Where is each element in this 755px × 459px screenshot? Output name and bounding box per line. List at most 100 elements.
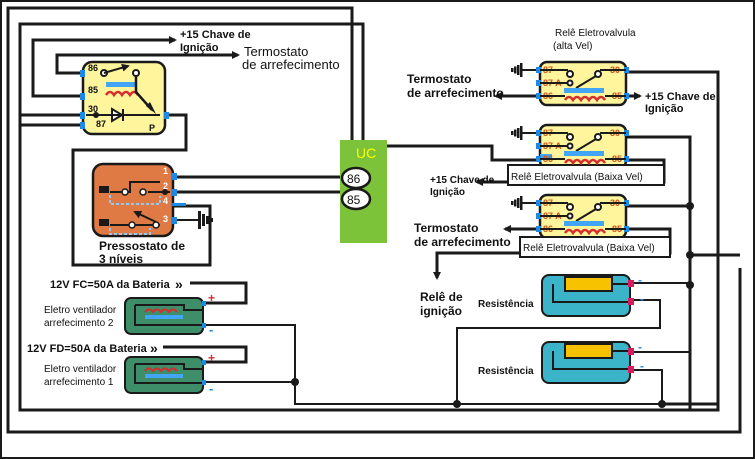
thermostat-label-r3-line2: de arrefecimento xyxy=(414,235,511,249)
ground-icon xyxy=(517,128,520,138)
contact-87 xyxy=(566,133,574,141)
ignition-label-r2-line1: +15 Chave de xyxy=(430,175,495,186)
relay-low-1-title: Relê Eletrovalvula (Baixa Vel) xyxy=(511,172,643,183)
contact-87a xyxy=(566,79,574,87)
pressostato-pin-2: 2 xyxy=(163,181,168,191)
pin-tab xyxy=(536,93,541,99)
ignition-label-top-line1: +15 Chave de xyxy=(180,29,251,41)
ground-icon xyxy=(514,129,517,137)
pressostato-pin-4: 4 xyxy=(163,196,168,206)
ground-icon xyxy=(511,201,514,205)
armature-icon xyxy=(564,221,604,226)
fan-2-name-line1: Eletro ventilador xyxy=(44,305,117,316)
ground-icon xyxy=(511,68,514,72)
ground-icon xyxy=(514,66,517,74)
contact-87a xyxy=(566,212,574,220)
thermostat-label-r1-line1: Termostato xyxy=(407,72,471,86)
relay-contacts xyxy=(540,69,626,84)
contact-30 xyxy=(594,203,602,211)
relay-contacts xyxy=(540,202,626,217)
pin-tab xyxy=(536,130,541,136)
chevron-icon: » xyxy=(175,276,183,292)
resistor-1-label: Resistência xyxy=(478,299,534,310)
ground-icon xyxy=(517,198,520,208)
ignition-relay-label-line2: ignição xyxy=(420,304,462,318)
contact-30 xyxy=(594,70,602,78)
relay-low-2-title: Relê Eletrovalvula (Baixa Vel) xyxy=(523,243,655,254)
thermostat-label-r3-line1: Termostato xyxy=(414,221,478,235)
ignition-label-top-line2: Ignição xyxy=(180,42,219,54)
contact-87a xyxy=(566,142,574,150)
resistor-2: - - Resistência xyxy=(478,340,644,384)
junction-node xyxy=(686,202,694,210)
pin-tab xyxy=(536,80,541,86)
armature-icon xyxy=(564,151,604,156)
fan-1-name-line2: arrefecimento 1 xyxy=(44,377,114,388)
pin-tab xyxy=(536,213,541,219)
ignition-label-r1-line1: +15 Chave de xyxy=(645,91,716,103)
armature-icon xyxy=(564,88,604,93)
thermostat-label-top-line2: de arrefecimento xyxy=(242,57,340,72)
resistor-1-minus-bottom: - xyxy=(640,292,644,306)
junction-node xyxy=(658,400,666,408)
ground-icon xyxy=(517,65,520,75)
chevron-icon: » xyxy=(150,340,158,356)
ignition-label-r2-line2: Ignição xyxy=(430,187,465,198)
coil-icon xyxy=(104,90,140,98)
pin-tab xyxy=(624,130,629,136)
switch-arm-icon xyxy=(575,75,597,89)
contact-30 xyxy=(594,133,602,141)
thermostat-label-top-line1: Termostato xyxy=(244,44,308,59)
pin-tab xyxy=(624,200,629,206)
ground-icon xyxy=(520,63,523,77)
fan-2-minus: - xyxy=(209,322,213,337)
pin-tab xyxy=(536,67,541,73)
pin-tab xyxy=(536,156,541,162)
relay-pin-87: 87 xyxy=(96,119,106,129)
pressostato-label-line1: Pressostato de xyxy=(99,239,185,253)
top-relay: 86 85 30 87 P xyxy=(80,60,169,136)
relay-high-title-line1: Relê Eletrovalvula xyxy=(555,28,636,39)
junction-node xyxy=(686,281,694,289)
ignition-relay-label-line1: Relê de xyxy=(420,290,463,304)
uc-pin-86: 86 xyxy=(347,172,361,186)
fan-1-supply-label: 12V FD=50A da Bateria xyxy=(27,343,148,355)
fan-2: 12V FC=50A da Bateria » + - Eletro venti… xyxy=(44,276,215,337)
ignition-label-r1-line2: Ignição xyxy=(645,103,684,115)
resistor-2-minus-bottom: - xyxy=(640,359,644,373)
relay-pin-86: 86 xyxy=(88,63,98,73)
resistor-1: - - Resistência xyxy=(478,273,644,317)
resistor-1-minus-top: - xyxy=(638,273,642,287)
pressostato-label-line2: 3 níveis xyxy=(99,252,143,266)
fan-2-name-line2: arrefecimento 2 xyxy=(44,318,114,329)
ground-icon xyxy=(198,211,213,229)
junction-node xyxy=(453,400,461,408)
fan-2-plus: + xyxy=(208,291,215,305)
ground-icon xyxy=(511,131,514,135)
fan-1-minus: - xyxy=(209,381,213,396)
contact-87 xyxy=(566,203,574,211)
fan-1-name-line1: Eletro ventilador xyxy=(44,364,117,375)
fan-1: 12V FD=50A da Bateria » + - Eletro venti… xyxy=(27,340,215,396)
junction-node xyxy=(291,378,299,386)
fan-2-supply-label: 12V FC=50A da Bateria xyxy=(50,279,171,291)
pressostato: 1 2 4 3 xyxy=(91,162,186,238)
fan-1-plus: + xyxy=(208,351,215,365)
relay-pin-85: 85 xyxy=(88,85,98,95)
resistor-2-minus-top: - xyxy=(638,340,642,354)
switch-arm-icon xyxy=(575,208,597,222)
pin-tab xyxy=(624,226,629,232)
resistor-2-label: Resistência xyxy=(478,366,534,377)
switch-arm-icon xyxy=(575,138,597,152)
junction-nodes xyxy=(291,202,694,408)
pin-tab xyxy=(624,67,629,73)
uc-pin-85: 85 xyxy=(347,193,361,207)
coil-icon xyxy=(563,95,607,103)
junction-node xyxy=(686,251,694,259)
relay-high-title-line2: (alta Vel) xyxy=(553,41,592,52)
pin-tab xyxy=(624,93,629,99)
pressostato-pin-3: 3 xyxy=(163,214,168,224)
